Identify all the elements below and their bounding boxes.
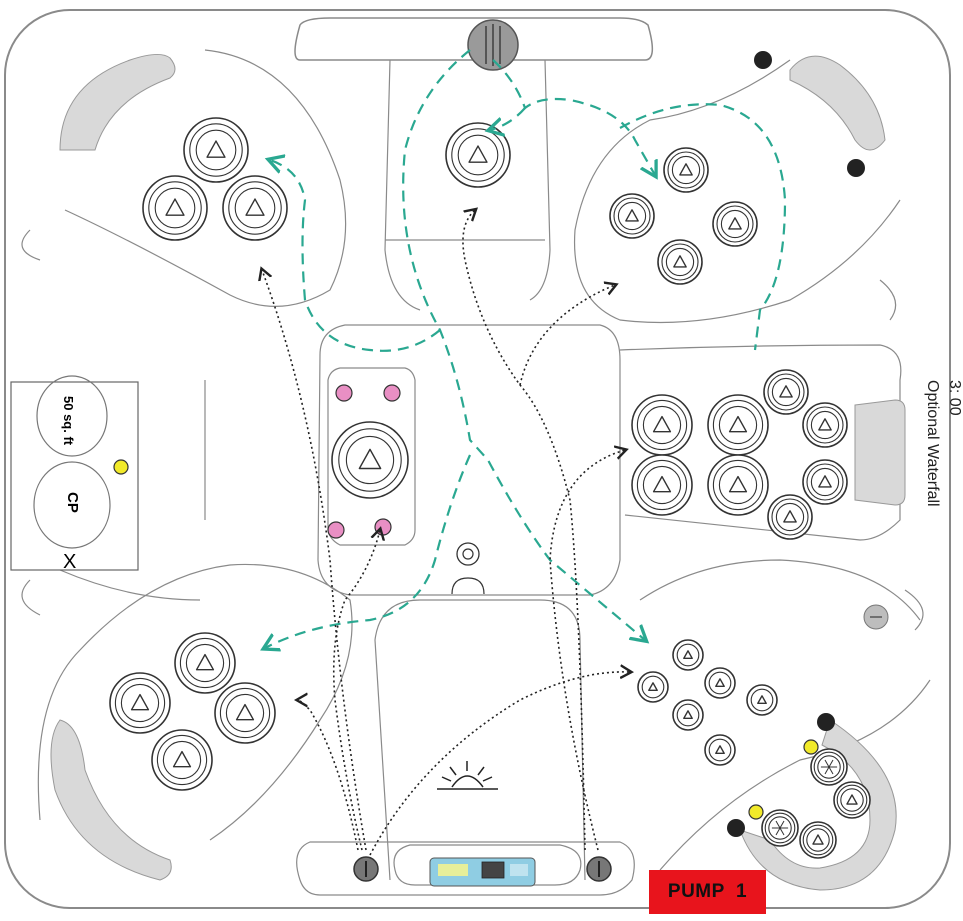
led-light-icon	[804, 740, 818, 754]
jet-icon	[175, 633, 235, 693]
jet-icon	[215, 683, 275, 743]
jet-icon	[184, 118, 248, 182]
jet-icon	[708, 455, 768, 515]
equipment-area-label: 50 sq. ft	[61, 396, 76, 446]
jet-icon	[638, 672, 668, 702]
jet-icon	[800, 822, 836, 858]
rotary-jet-icon	[811, 749, 847, 785]
led-light-icon	[384, 385, 400, 401]
flow-line	[550, 450, 625, 850]
headrest-bottom-left	[51, 720, 171, 880]
jet-icon	[708, 395, 768, 455]
jet-icon	[223, 176, 287, 240]
air-control-icon[interactable]	[817, 713, 835, 731]
plumbing-line	[403, 50, 645, 640]
flow-line	[463, 210, 585, 850]
led-light-icon	[114, 460, 128, 474]
air-control-icon[interactable]	[847, 159, 865, 177]
jet-icon	[610, 194, 654, 238]
plumbing-line	[270, 160, 440, 351]
plumbing-lines	[265, 50, 785, 648]
jet-icon	[658, 240, 702, 284]
plumbing-line	[493, 60, 655, 175]
jet-icon	[713, 202, 757, 246]
air-control-icon[interactable]	[727, 819, 745, 837]
jet-icon	[673, 640, 703, 670]
flow-line	[370, 672, 630, 855]
jet-icon	[332, 422, 408, 498]
jet-icon	[143, 176, 207, 240]
jet-icon	[803, 460, 847, 504]
suction-grate-icon	[452, 578, 484, 594]
led-light-icon	[328, 522, 344, 538]
x-mark: X	[63, 551, 76, 573]
jet-icon	[673, 700, 703, 730]
jet-icon	[747, 685, 777, 715]
flow-line	[298, 700, 358, 850]
pump-badge-label: PUMP 1	[668, 881, 747, 903]
jet-icon	[803, 403, 847, 447]
flow-line	[262, 270, 366, 850]
jet-icon	[705, 668, 735, 698]
jet-icon	[768, 495, 812, 539]
equipment-box: 50 sq. ft CP X	[11, 376, 138, 573]
plumbing-line	[490, 108, 525, 130]
headrest-top-right	[790, 56, 885, 150]
led-light-icon	[375, 519, 391, 535]
flow-line	[520, 285, 615, 385]
headrest-right	[855, 400, 905, 505]
jet-icon	[446, 123, 510, 187]
jet-icon	[764, 370, 808, 414]
flow-line	[334, 530, 380, 850]
cp-label: CP	[64, 492, 81, 513]
led-light-icon	[336, 385, 352, 401]
jet-icon	[632, 455, 692, 515]
jet-icon	[834, 782, 870, 818]
flow-lines	[262, 210, 630, 855]
jet-icon	[664, 148, 708, 192]
jet-icon	[152, 730, 212, 790]
jet-icon	[632, 395, 692, 455]
topside-control-panel[interactable]	[430, 858, 535, 886]
sun-icon	[437, 761, 498, 789]
led-light-icon	[749, 805, 763, 819]
drain-icon	[457, 543, 479, 565]
pump-badge: PUMP 1	[649, 870, 766, 914]
jet-icon	[110, 673, 170, 733]
jet-icon	[705, 735, 735, 765]
headrest-top-left	[60, 54, 175, 150]
rotary-jet-icon	[762, 810, 798, 846]
air-control-icon[interactable]	[754, 51, 772, 69]
